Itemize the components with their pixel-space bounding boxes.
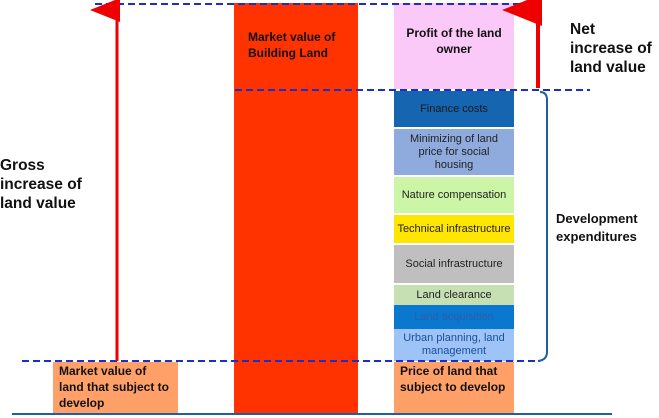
segment-label: Finance costs — [420, 102, 488, 115]
profit-label: Profit of the land owner — [406, 26, 502, 56]
segment-6: Land acquisition — [394, 305, 514, 329]
market-building-bar: Market value of Building Land — [234, 3, 358, 414]
gross-label: Gross increase of land value — [0, 157, 82, 212]
segment-label: Land clearance — [416, 288, 492, 301]
profit-box: Profit of the land owner — [394, 3, 514, 89]
segment-label: Technical infrastructure — [397, 222, 511, 235]
net-label: Net increase of land value — [570, 21, 652, 76]
segment-2: Nature compensation — [394, 177, 514, 213]
market-land-box: Market value of land that subject to dev… — [53, 362, 178, 414]
segment-3: Technical infrastructure — [394, 215, 514, 243]
segment-5: Land clearance — [394, 285, 514, 305]
dev-brace — [537, 91, 548, 362]
dev-label: Development expenditures — [556, 211, 638, 244]
segment-1: Minimizing of land price for social hous… — [394, 129, 514, 175]
price-land-box: Price of land that subject to develop — [394, 362, 514, 414]
segment-label: Social infrastructure — [405, 257, 503, 270]
segment-7: Urban planning, land management — [394, 329, 514, 361]
segment-label: Nature compensation — [401, 188, 507, 201]
market-building-label: Market value of Building Land — [248, 30, 336, 60]
segment-0: Finance costs — [394, 91, 514, 127]
segment-4: Social infrastructure — [394, 245, 514, 283]
price-land-label: Price of land that subject to develop — [400, 364, 506, 394]
segment-label: Minimizing of land price for social hous… — [409, 132, 499, 171]
segment-label: Urban planning, land management — [403, 332, 505, 357]
market-land-label: Market value of land that subject to dev… — [59, 364, 170, 410]
segment-label: Land acquisition — [414, 310, 494, 323]
